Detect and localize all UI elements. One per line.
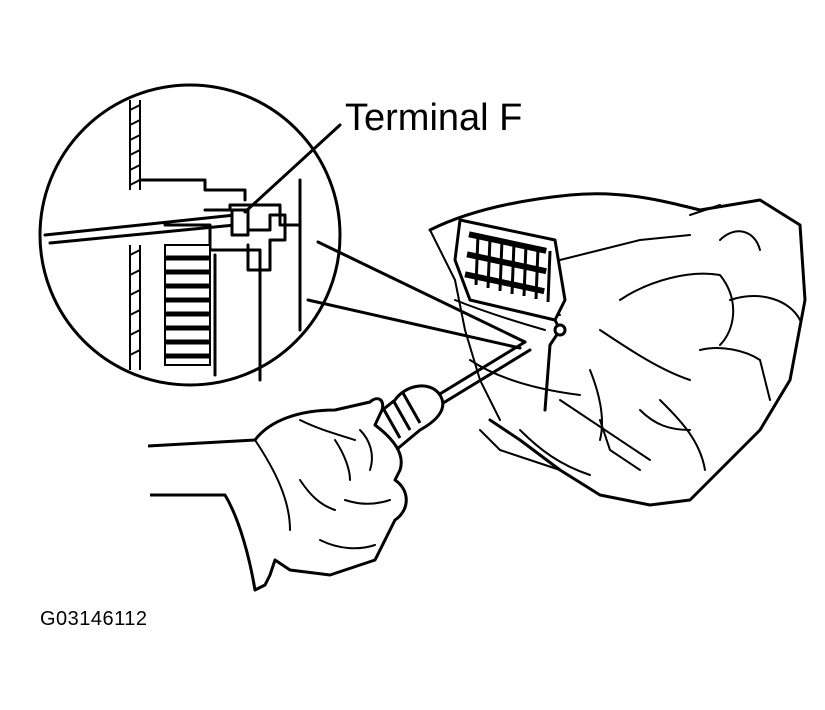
figure-code: G03146112 bbox=[40, 608, 148, 630]
diagnostic-connector bbox=[453, 218, 567, 412]
screwdriver bbox=[368, 340, 532, 457]
magnified-view bbox=[38, 83, 342, 387]
terminal-f-label: Terminal F bbox=[345, 97, 523, 139]
hand bbox=[147, 397, 408, 592]
engine-block bbox=[428, 192, 807, 507]
callout-leaders bbox=[243, 123, 527, 350]
